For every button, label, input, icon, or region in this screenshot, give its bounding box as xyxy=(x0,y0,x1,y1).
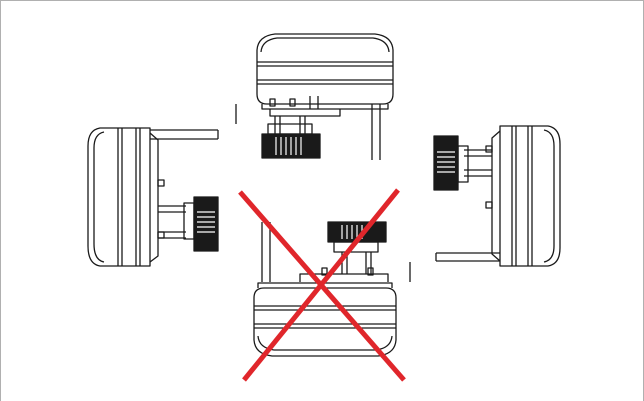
device-connector-up xyxy=(253,221,411,357)
cross-stroke-2 xyxy=(242,188,400,382)
cross-icon xyxy=(238,188,406,382)
device-connector-right xyxy=(87,127,219,267)
device-connector-down xyxy=(235,33,394,160)
device-connector-left xyxy=(433,125,561,267)
